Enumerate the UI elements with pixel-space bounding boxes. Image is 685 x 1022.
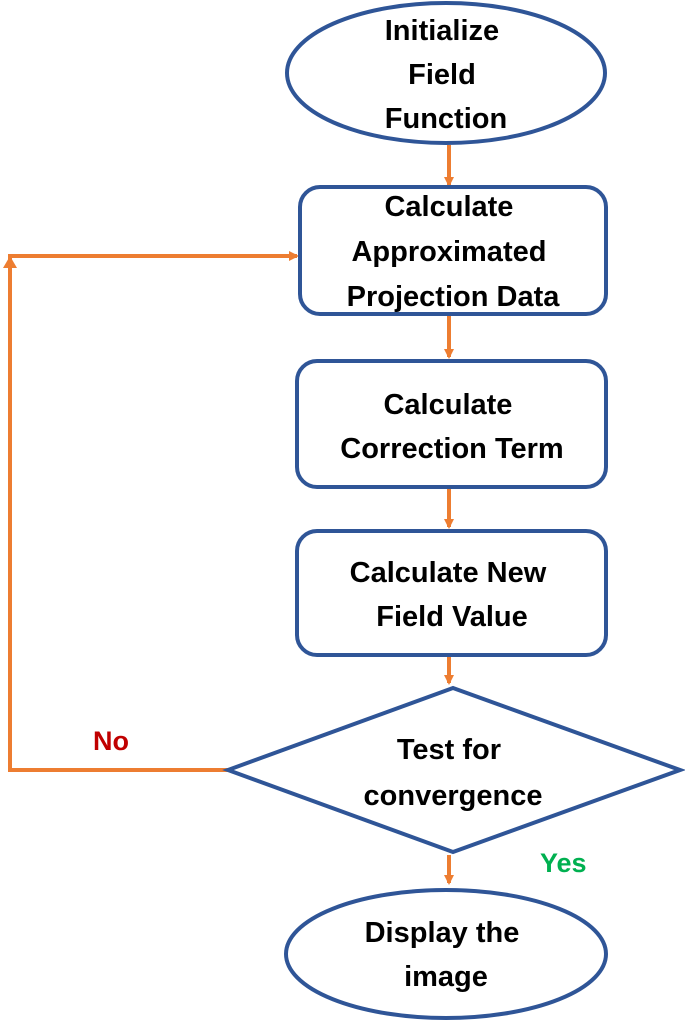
- convergence-line-2: convergence: [364, 780, 543, 812]
- loop-back-upward-arrowhead: [3, 256, 17, 268]
- initialize-line-2: Field: [408, 59, 476, 91]
- new-value-box: [295, 529, 608, 657]
- node-new-field-value: Calculate New Field Value: [295, 529, 608, 657]
- correction-box: [295, 359, 608, 489]
- approximated-line-3: Projection Data: [347, 281, 561, 313]
- new-value-label: Calculate New Field Value: [350, 557, 555, 633]
- approximated-line-2: Approximated: [351, 236, 546, 268]
- display-ellipse: [284, 888, 608, 1020]
- yes-branch-label: Yes: [540, 848, 587, 878]
- approximated-label: Calculate Approximated Projection Data: [347, 191, 561, 313]
- correction-label: Calculate Correction Term: [340, 389, 563, 465]
- convergence-diamond: [222, 685, 685, 855]
- new-value-line-2: Field Value: [376, 601, 528, 633]
- node-display-image: Display the image: [284, 888, 608, 1020]
- connectors: [3, 145, 454, 885]
- initialize-ellipse: [285, 1, 607, 145]
- initialize-line-3: Function: [385, 103, 507, 135]
- convergence-line-1: Test for: [397, 734, 501, 766]
- approximated-box: [298, 185, 608, 316]
- convergence-label: Test for convergence: [364, 734, 543, 812]
- initialize-label: Initialize Field Function: [385, 15, 507, 135]
- node-correction-term: Calculate Correction Term: [295, 359, 608, 489]
- initialize-line-1: Initialize: [385, 15, 499, 47]
- no-branch-label: No: [93, 726, 129, 756]
- new-value-line-1: Calculate New: [350, 557, 547, 589]
- node-approximated-projection: Calculate Approximated Projection Data: [298, 185, 608, 316]
- display-line-2: image: [404, 961, 488, 993]
- display-label: Display the image: [365, 917, 528, 993]
- loop-back-arrow: [8, 251, 299, 772]
- correction-line-2: Correction Term: [340, 433, 563, 465]
- correction-line-1: Calculate: [383, 389, 512, 421]
- display-line-1: Display the: [365, 917, 520, 949]
- node-convergence-test: Test for convergence: [222, 685, 685, 855]
- approximated-line-1: Calculate: [384, 191, 513, 223]
- node-initialize: Initialize Field Function: [285, 1, 607, 145]
